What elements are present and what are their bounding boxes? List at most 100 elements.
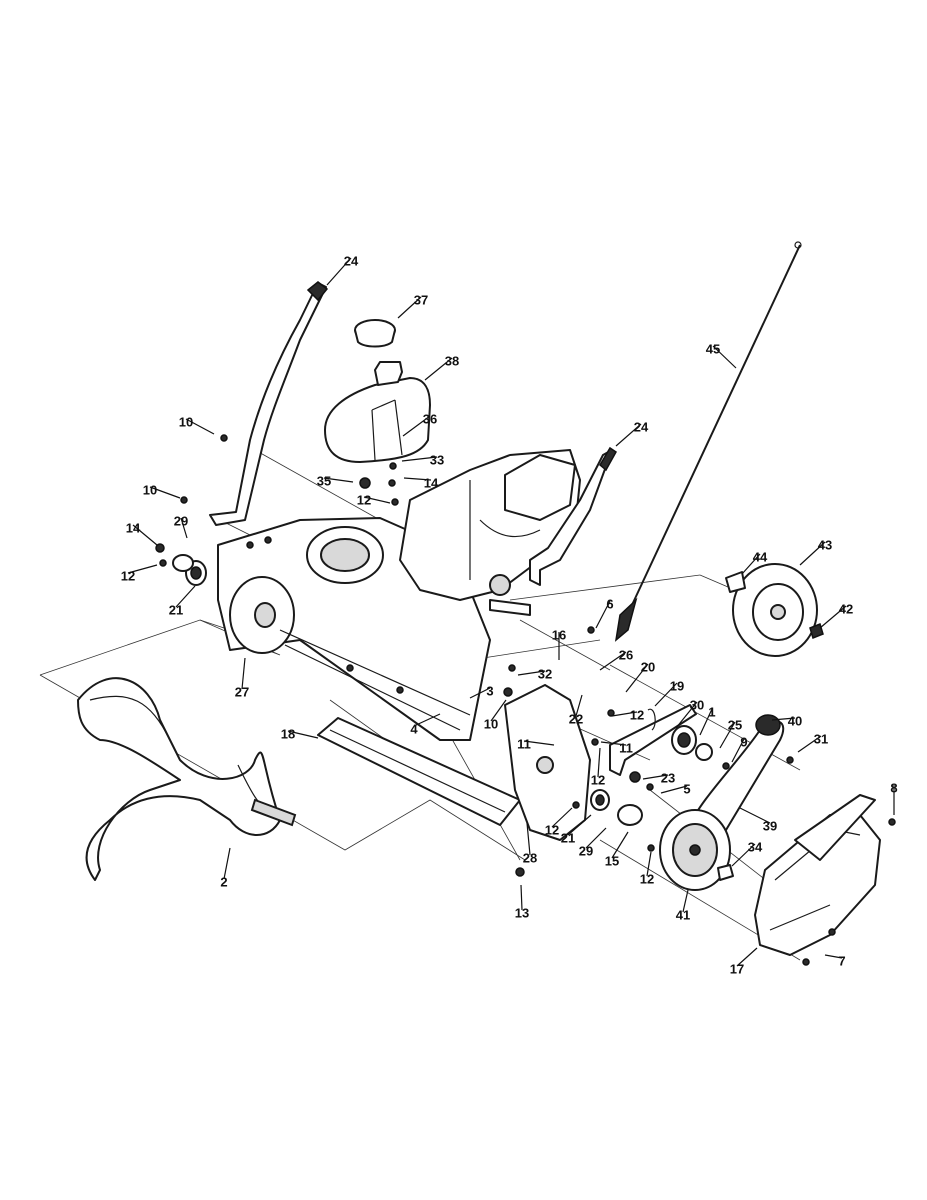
callout-label-21: 21 [169, 602, 183, 617]
callout-label-3: 3 [486, 683, 493, 698]
callout-label-12: 12 [357, 492, 371, 507]
callout-leader-35 [323, 477, 354, 483]
callout-leader-12 [127, 564, 158, 574]
callout-label-11: 11 [517, 736, 531, 751]
auger-pulley [659, 809, 734, 891]
callout-leader-30 [675, 701, 698, 729]
callout-label-5: 5 [683, 781, 690, 796]
callout-leader-14 [403, 477, 432, 481]
callout-label-10: 10 [484, 716, 498, 731]
callout-label-22: 22 [569, 711, 583, 726]
callout-leader-33 [401, 456, 438, 462]
callout-leader-28 [526, 822, 531, 856]
callout-label-13: 13 [515, 905, 529, 920]
callout-label-40: 40 [788, 713, 802, 728]
callout-leader-29 [180, 517, 188, 539]
callout-leader-41 [682, 889, 689, 913]
callout-leader-9 [731, 738, 745, 763]
callout-label-15: 15 [605, 853, 619, 868]
callout-label-36: 36 [423, 411, 437, 426]
callout-leader-22 [575, 694, 583, 717]
callout-leader-42 [819, 605, 847, 629]
callout-label-19: 19 [670, 678, 684, 693]
callout-label-23: 23 [661, 770, 675, 785]
fasteners [155, 434, 896, 966]
callout-label-44: 44 [753, 549, 768, 564]
callout-label-9: 9 [740, 734, 747, 749]
callout-leader-23 [642, 774, 669, 780]
callout-leader-34 [731, 843, 756, 867]
callout-leader-1 [699, 708, 713, 736]
callout-leader-19 [654, 682, 678, 707]
callout-label-39: 39 [763, 818, 777, 833]
callout-leader-24 [326, 257, 352, 286]
callout-label-10: 10 [143, 482, 157, 497]
callout-label-34: 34 [748, 839, 763, 854]
callout-label-8: 8 [890, 780, 897, 795]
callout-label-24: 24 [634, 419, 649, 434]
fuel-tank [324, 361, 431, 463]
callout-leader-10 [149, 486, 181, 499]
callout-leader-18 [287, 730, 319, 739]
callout-leader-2 [223, 847, 231, 880]
callout-leader-10 [490, 699, 507, 722]
callout-label-27: 27 [235, 684, 249, 699]
callout-label-14: 14 [126, 520, 141, 535]
callout-leader-37 [397, 296, 422, 319]
callout-leader-24 [615, 423, 642, 447]
callout-leaders [127, 257, 895, 967]
callout-leader-31 [797, 735, 822, 753]
chute-handle-right [529, 446, 617, 586]
callout-label-30: 30 [690, 697, 704, 712]
callout-leader-45 [712, 345, 737, 369]
control-cable [614, 241, 802, 642]
callout-label-21: 21 [561, 830, 575, 845]
callout-label-12: 12 [545, 822, 559, 837]
callout-leader-3 [469, 687, 491, 699]
callout-label-10: 10 [179, 414, 193, 429]
callout-label-45: 45 [706, 341, 720, 356]
callout-leader-36 [402, 415, 431, 437]
callout-label-33: 33 [430, 452, 444, 467]
callout-leader-11 [523, 740, 555, 746]
callout-label-24: 24 [344, 253, 359, 268]
wheel [725, 563, 824, 657]
callout-leader-26 [599, 651, 627, 671]
callout-label-35: 35 [317, 473, 331, 488]
side-plate-right [504, 684, 591, 841]
chute-handle-left [209, 281, 329, 526]
bearings [172, 554, 713, 826]
callout-label-6: 6 [606, 596, 613, 611]
callout-leader-4 [413, 713, 441, 727]
callout-leader-44 [741, 553, 761, 575]
callout-leader-13 [520, 884, 523, 911]
shave-plate [317, 717, 521, 826]
callout-leader-5 [660, 785, 688, 794]
callout-leader-12 [597, 747, 601, 778]
callout-leader-32 [517, 670, 546, 676]
callout-label-11: 11 [619, 740, 633, 755]
callout-label-41: 41 [676, 907, 690, 922]
callout-label-28: 28 [523, 850, 537, 865]
callout-label-29: 29 [579, 843, 593, 858]
fuel-cap [354, 319, 396, 348]
callout-leader-25 [719, 721, 736, 749]
callout-label-12: 12 [630, 707, 644, 722]
callout-label-42: 42 [839, 601, 853, 616]
callout-label-1: 1 [708, 704, 715, 719]
callout-leader-12 [363, 496, 391, 504]
callout-label-4: 4 [410, 721, 418, 736]
callout-leader-29 [585, 827, 607, 849]
callout-leader-21 [567, 814, 592, 836]
callout-label-7: 7 [838, 953, 845, 968]
callout-label-37: 37 [414, 292, 428, 307]
callout-label-43: 43 [818, 537, 832, 552]
callout-label-26: 26 [619, 647, 633, 662]
callout-label-25: 25 [728, 717, 742, 732]
callout-leader-12 [611, 711, 638, 717]
callout-leader-17 [736, 947, 758, 967]
callout-label-2: 2 [220, 874, 227, 889]
callout-leader-39 [739, 807, 771, 824]
